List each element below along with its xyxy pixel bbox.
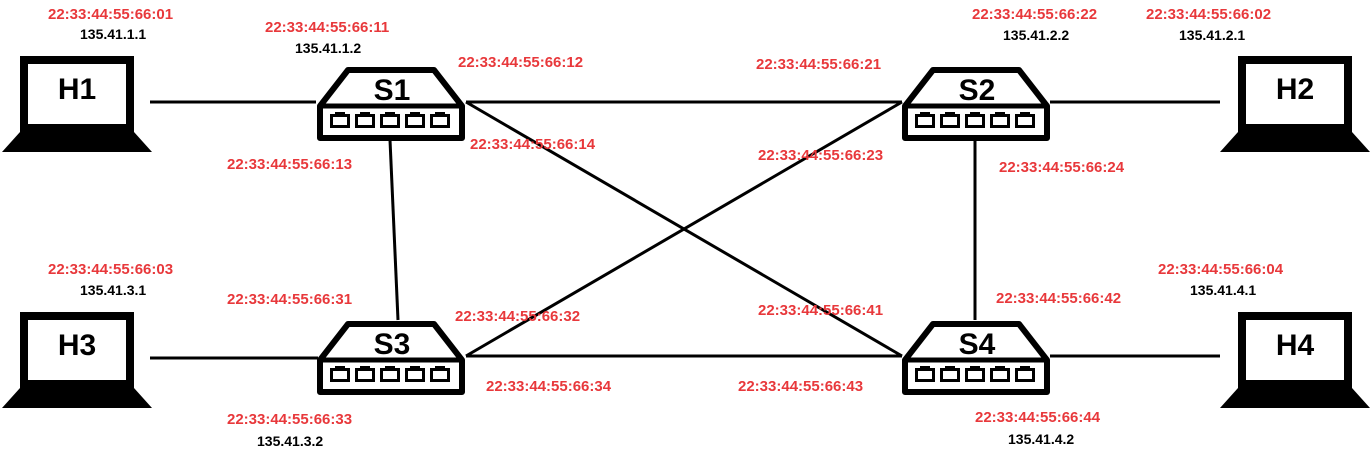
host-name: H3: [58, 329, 96, 362]
s1-h1-port-mac: 22:33:44:55:66:11: [265, 19, 390, 36]
s4-h4-port-mac: 22:33:44:55:66:44: [975, 409, 1101, 426]
host-h3[interactable]: H3: [2, 316, 152, 408]
h1-ip-label: 135.41.1.1: [80, 26, 147, 42]
switch-s2[interactable]: S2: [905, 70, 1047, 138]
links: [150, 100, 1220, 360]
switch-s3[interactable]: S3: [320, 324, 462, 392]
host-h2[interactable]: H2: [1220, 60, 1370, 152]
switch-s4[interactable]: S4: [905, 324, 1047, 392]
s2-h2-port-mac: 22:33:44:55:66:22: [972, 6, 1098, 23]
s3-s4-port-mac: 22:33:44:55:66:34: [486, 378, 612, 395]
s2-s1-port-mac: 22:33:44:55:66:21: [756, 56, 882, 73]
s3-h3-port-ip: 135.41.3.2: [257, 433, 324, 449]
h3-ip-label: 135.41.3.1: [80, 282, 147, 298]
s2-h2-port-ip: 135.41.2.2: [1003, 27, 1070, 43]
link-s1-s3: [388, 139, 400, 321]
h4-mac-label: 22:33:44:55:66:04: [1158, 261, 1284, 278]
host-name: H1: [58, 73, 96, 106]
s3-s1-port-mac: 22:33:44:55:66:31: [227, 291, 353, 308]
switch-s1[interactable]: S1: [320, 70, 462, 138]
host-name: H4: [1276, 329, 1315, 362]
host-h4[interactable]: H4: [1220, 316, 1370, 408]
s4-s1-port-mac: 22:33:44:55:66:41: [758, 302, 884, 319]
link-s2-s3: [465, 100, 903, 358]
switch-name: S4: [959, 328, 996, 361]
s4-s2-port-mac: 22:33:44:55:66:42: [996, 290, 1122, 307]
s2-s4-port-mac: 22:33:44:55:66:24: [999, 159, 1125, 176]
s4-h4-port-ip: 135.41.4.2: [1008, 431, 1075, 447]
host-h1[interactable]: H1: [2, 60, 152, 152]
s1-s2-port-mac: 22:33:44:55:66:12: [458, 54, 584, 71]
h4-ip-label: 135.41.4.1: [1190, 282, 1257, 298]
s1-h1-port-ip: 135.41.1.2: [295, 40, 362, 56]
s1-s3-port-mac: 22:33:44:55:66:13: [227, 156, 353, 173]
s1-s4-port-mac: 22:33:44:55:66:14: [470, 136, 596, 153]
s3-h3-port-mac: 22:33:44:55:66:33: [227, 411, 353, 428]
s4-s3-port-mac: 22:33:44:55:66:43: [738, 378, 864, 395]
host-name: H2: [1276, 73, 1314, 106]
switch-name: S2: [959, 74, 996, 107]
h1-mac-label: 22:33:44:55:66:01: [48, 6, 174, 23]
h3-mac-label: 22:33:44:55:66:03: [48, 261, 174, 278]
s2-s3-port-mac: 22:33:44:55:66:23: [758, 147, 884, 164]
switch-name: S3: [374, 328, 411, 361]
h2-ip-label: 135.41.2.1: [1179, 27, 1246, 43]
switch-name: S1: [374, 74, 411, 107]
s3-s2-port-mac: 22:33:44:55:66:32: [455, 308, 581, 325]
h2-mac-label: 22:33:44:55:66:02: [1146, 6, 1272, 23]
